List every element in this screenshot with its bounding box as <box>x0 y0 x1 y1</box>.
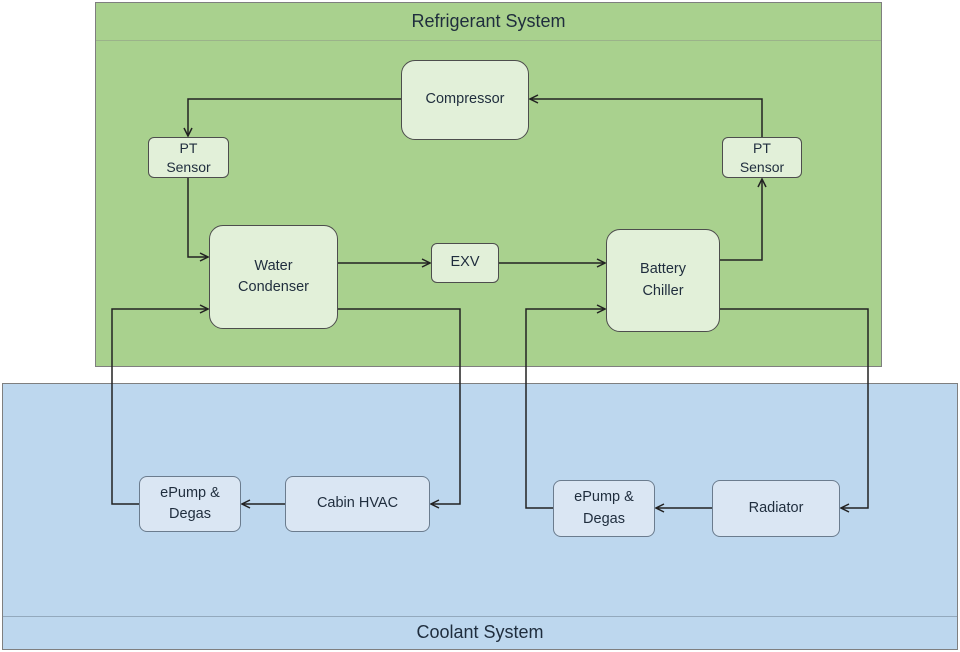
epump-degas-left-to-water-condenser-arrow <box>111 309 208 505</box>
radiator-node: Radiator <box>712 480 840 537</box>
pt-sensor-left-node: PT Sensor <box>148 137 229 178</box>
battery-chiller-to-radiator-arrow <box>720 308 869 508</box>
coolant-title-divider <box>3 616 957 617</box>
pt-sensor-right-node: PT Sensor <box>722 137 802 178</box>
water-condenser-node: Water Condenser <box>209 225 338 329</box>
pt-sensor-right-to-compressor-arrow <box>530 99 763 137</box>
refrigerant-title-divider <box>96 40 881 41</box>
compressor-to-pt-sensor-left-arrow <box>188 98 401 136</box>
coolant-system-title: Coolant System <box>416 622 544 642</box>
refrigerant-system-title: Refrigerant System <box>411 11 566 31</box>
pt-sensor-left-to-water-condenser-arrow <box>187 178 208 257</box>
exv-node: EXV <box>431 243 499 283</box>
epump-degas-right-to-battery-chiller-arrow <box>525 309 605 509</box>
cabin-hvac-node: Cabin HVAC <box>285 476 430 532</box>
epump-degas-right-node: ePump & Degas <box>553 480 655 537</box>
epump-degas-left-node: ePump & Degas <box>139 476 241 532</box>
battery-chiller-node: Battery Chiller <box>606 229 720 332</box>
battery-chiller-to-pt-sensor-right-arrow <box>720 179 762 261</box>
compressor-node: Compressor <box>401 60 529 140</box>
water-condenser-to-cabin-hvac-arrow <box>338 308 461 504</box>
